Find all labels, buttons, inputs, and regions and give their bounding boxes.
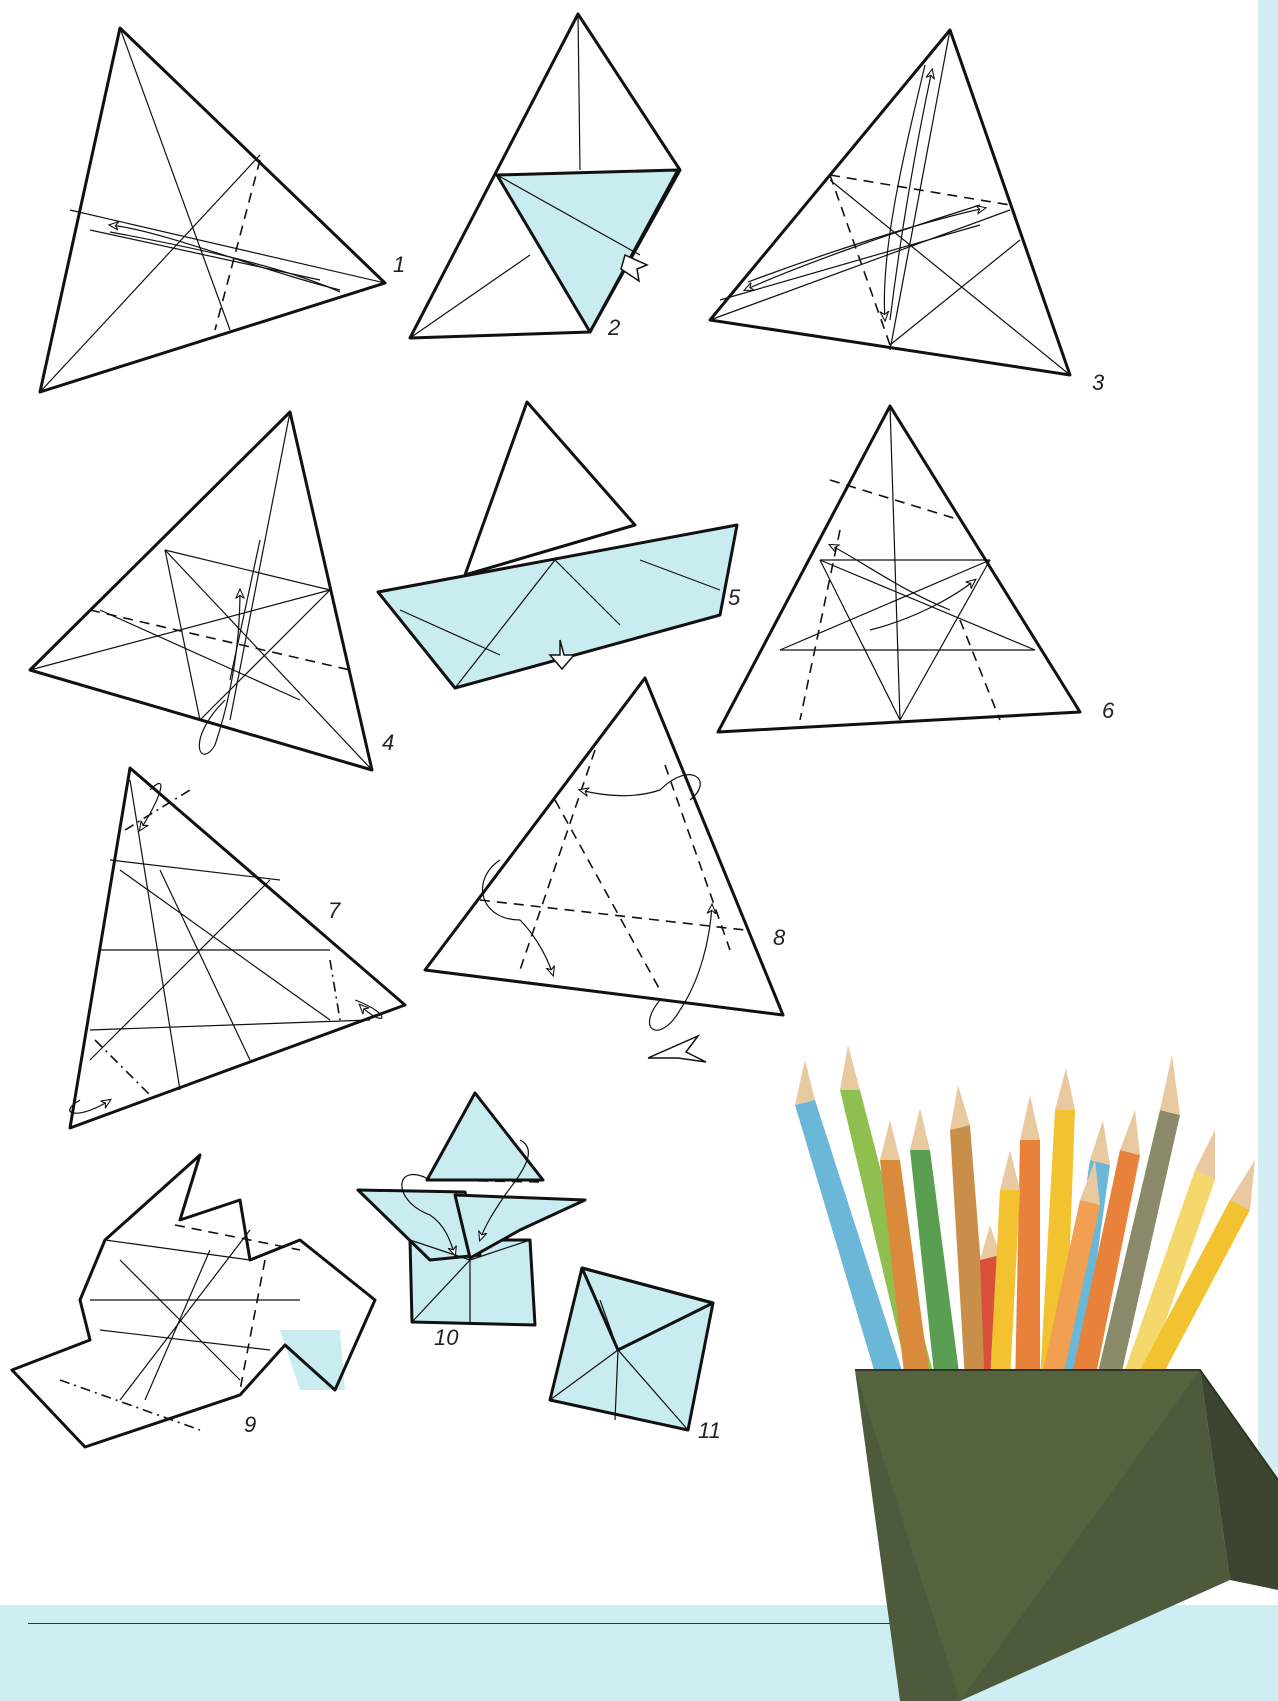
- step-9-outline: [12, 1155, 375, 1447]
- step-6-number: 6: [1102, 698, 1115, 723]
- step-10-number: 10: [434, 1325, 459, 1350]
- step-11-diagram: 11: [550, 1268, 721, 1443]
- step-3-diagram: 3: [710, 30, 1105, 395]
- step-4-diagram: 4: [30, 412, 394, 770]
- step-3-triangle: [710, 30, 1070, 375]
- step-8-number: 8: [773, 925, 786, 950]
- step-5-number: 5: [728, 585, 741, 610]
- step-8-triangle: [425, 678, 783, 1015]
- step-1-diagram: 1: [40, 28, 405, 392]
- step-9-diagram: 9: [12, 1155, 375, 1447]
- step-1-triangle: [40, 28, 385, 392]
- step-6-diagram: 6: [718, 406, 1115, 732]
- step-11-square: [550, 1268, 713, 1430]
- step-4-number: 4: [382, 730, 394, 755]
- step-10-top-point: [427, 1093, 543, 1180]
- step-7-triangle: [70, 768, 405, 1128]
- step-1-number: 1: [393, 252, 405, 277]
- step-10-diagram: 10: [358, 1093, 585, 1350]
- step-2-folded-flap: [497, 170, 678, 332]
- pencils: [795, 1045, 1255, 1392]
- step-7-number: 7: [328, 898, 341, 923]
- step-2-number: 2: [607, 315, 620, 340]
- step-7-diagram: 7: [70, 768, 405, 1128]
- step-11-number: 11: [698, 1418, 721, 1443]
- step-8-diagram: 8: [425, 678, 786, 1062]
- step-5-diagram: 5: [378, 402, 741, 688]
- step-2-diagram: 2: [410, 14, 680, 340]
- pencil-pot-photo: [795, 1045, 1278, 1701]
- step-9-number: 9: [244, 1412, 256, 1437]
- step-3-number: 3: [1092, 370, 1105, 395]
